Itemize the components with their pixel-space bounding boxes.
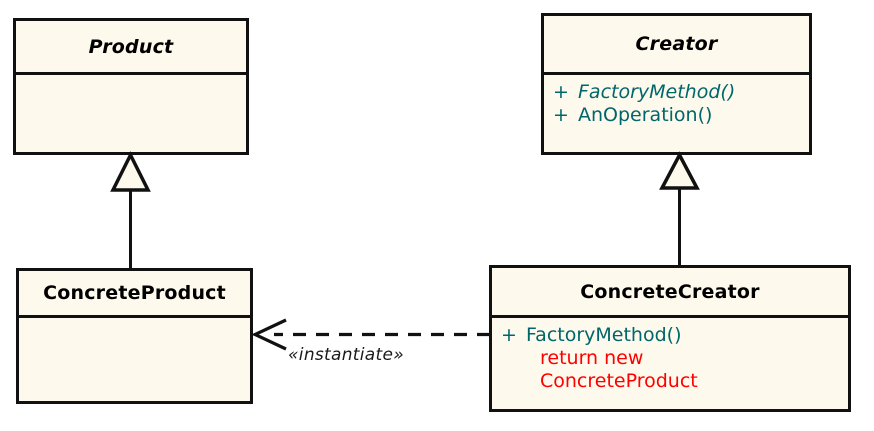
class-member-row[interactable]: + AnOperation()	[544, 104, 809, 127]
class-members-compartment-creator: + FactoryMethod() + AnOperation()	[544, 72, 809, 152]
member-name: FactoryMethod()	[578, 81, 736, 103]
member-visibility: +	[553, 104, 569, 126]
generalization-line-creator	[678, 186, 681, 267]
generalization-line-product	[129, 189, 132, 270]
class-title-concrete-product: ConcreteProduct	[43, 282, 226, 304]
class-name-compartment-product: Product	[16, 21, 246, 72]
class-member-row[interactable]: + FactoryMethod()	[544, 81, 809, 104]
class-name-compartment-creator: Creator	[544, 16, 809, 72]
instantiate-dependency-arrow	[251, 318, 490, 351]
implementation-note-line: return new	[540, 347, 644, 369]
class-member-row[interactable]: + FactoryMethod()	[492, 324, 848, 347]
implementation-note-line: ConcreteProduct	[540, 370, 698, 392]
class-box-concrete-product[interactable]: ConcreteProduct	[16, 268, 253, 404]
class-box-creator[interactable]: Creator + FactoryMethod() + AnOperation(…	[541, 13, 812, 155]
member-visibility: +	[501, 324, 517, 346]
member-name: FactoryMethod()	[526, 324, 682, 346]
generalization-arrowhead-product	[110, 151, 151, 192]
class-name-compartment-concrete-product: ConcreteProduct	[19, 271, 250, 315]
class-title-concrete-creator: ConcreteCreator	[580, 280, 760, 303]
class-title-creator: Creator	[635, 33, 718, 55]
dependency-stereotype-label: «instantiate»	[288, 345, 405, 365]
class-members-compartment-concrete-product	[19, 315, 250, 401]
class-name-compartment-concrete-creator: ConcreteCreator	[492, 268, 848, 315]
class-box-product[interactable]: Product	[13, 18, 249, 155]
generalization-arrowhead-creator	[659, 151, 700, 190]
class-members-compartment-product	[16, 72, 246, 152]
class-box-concrete-creator[interactable]: ConcreteCreator + FactoryMethod() return…	[489, 265, 851, 412]
member-visibility: +	[553, 81, 569, 103]
member-name: AnOperation()	[578, 104, 713, 126]
class-members-compartment-concrete-creator: + FactoryMethod() return new ConcretePro…	[492, 315, 848, 409]
class-title-product: Product	[88, 35, 174, 58]
